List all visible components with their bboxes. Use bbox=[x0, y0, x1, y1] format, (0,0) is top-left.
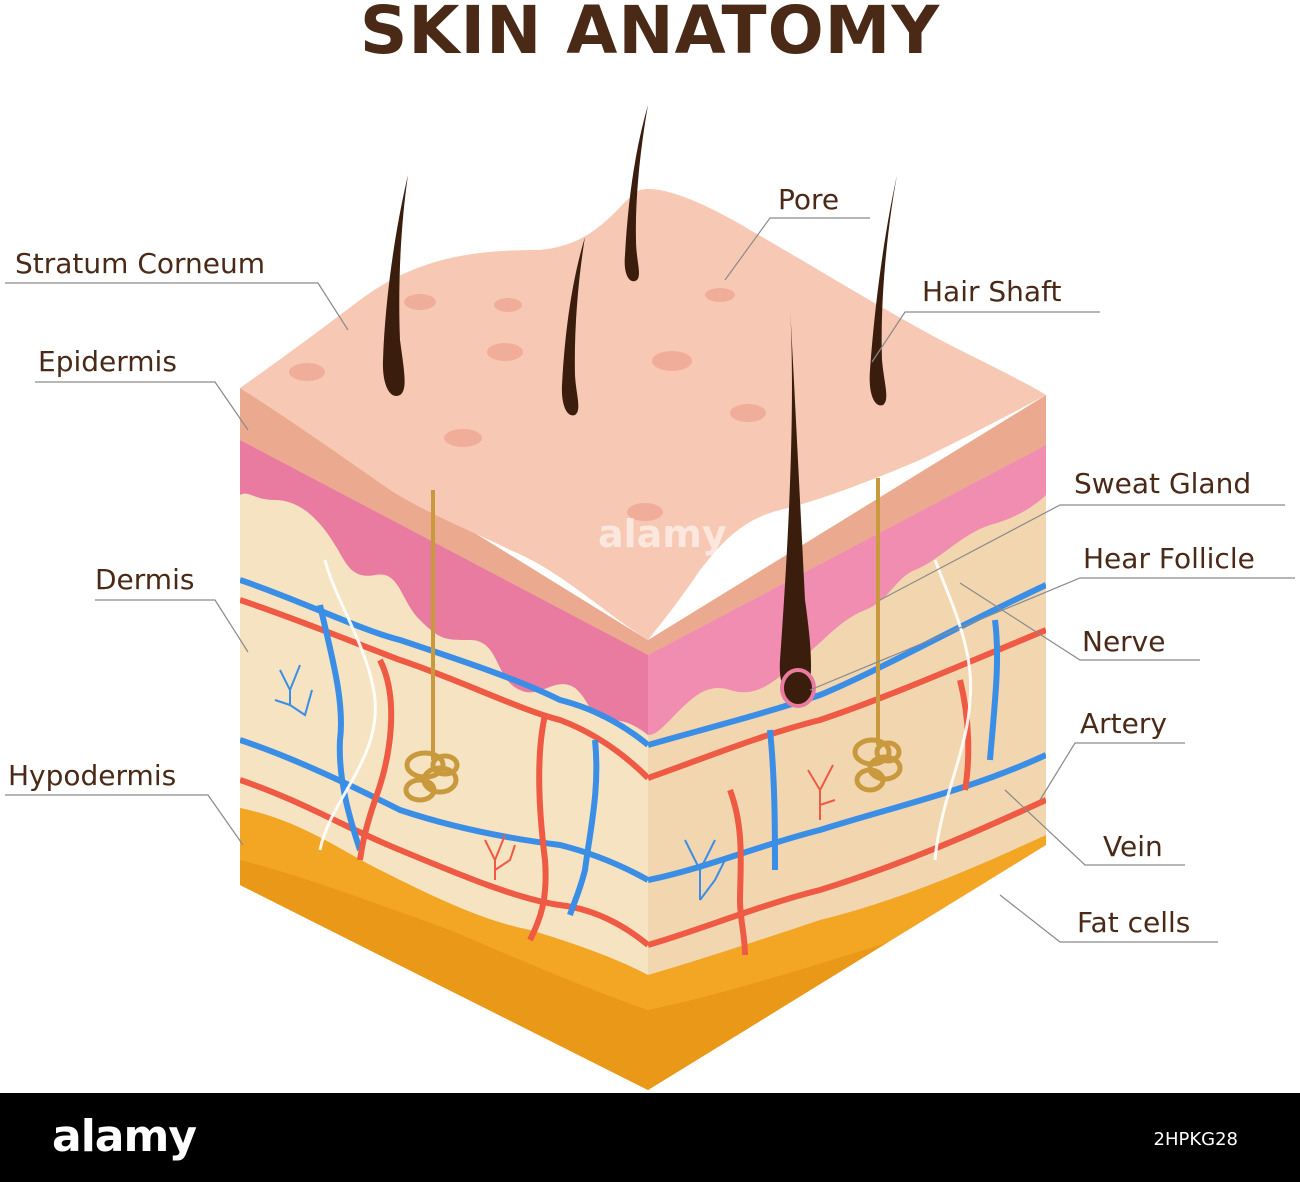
watermark: alamy bbox=[598, 512, 727, 556]
label-sweat-gland: Sweat Gland bbox=[1074, 467, 1252, 500]
label-nerve: Nerve bbox=[1082, 625, 1166, 658]
footer-image-id: 2HPKG28 bbox=[1153, 1129, 1239, 1150]
label-hair-shaft: Hair Shaft bbox=[922, 275, 1062, 308]
page-title: SKIN ANATOMY bbox=[359, 0, 941, 69]
pores bbox=[289, 288, 766, 521]
skin-cross-section-illustration bbox=[5, 105, 1295, 1090]
leader-lines bbox=[5, 217, 1295, 943]
label-pore: Pore bbox=[778, 183, 840, 216]
skin-top-surface bbox=[240, 189, 1046, 641]
label-dermis: Dermis bbox=[95, 563, 195, 596]
sweat-glands bbox=[403, 478, 903, 803]
label-stratum-corneum: Stratum Corneum bbox=[15, 247, 266, 280]
label-hair-follicle: Hear Follicle bbox=[1083, 542, 1255, 575]
label-fat-cells: Fat cells bbox=[1077, 906, 1191, 939]
hairs bbox=[382, 105, 897, 416]
footer-logo: alamy bbox=[52, 1111, 197, 1162]
label-vein: Vein bbox=[1103, 830, 1163, 863]
label-epidermis: Epidermis bbox=[38, 345, 177, 378]
label-artery: Artery bbox=[1080, 707, 1167, 740]
footer-bar: alamy 2HPKG28 bbox=[0, 1093, 1300, 1182]
label-hypodermis: Hypodermis bbox=[8, 759, 177, 792]
